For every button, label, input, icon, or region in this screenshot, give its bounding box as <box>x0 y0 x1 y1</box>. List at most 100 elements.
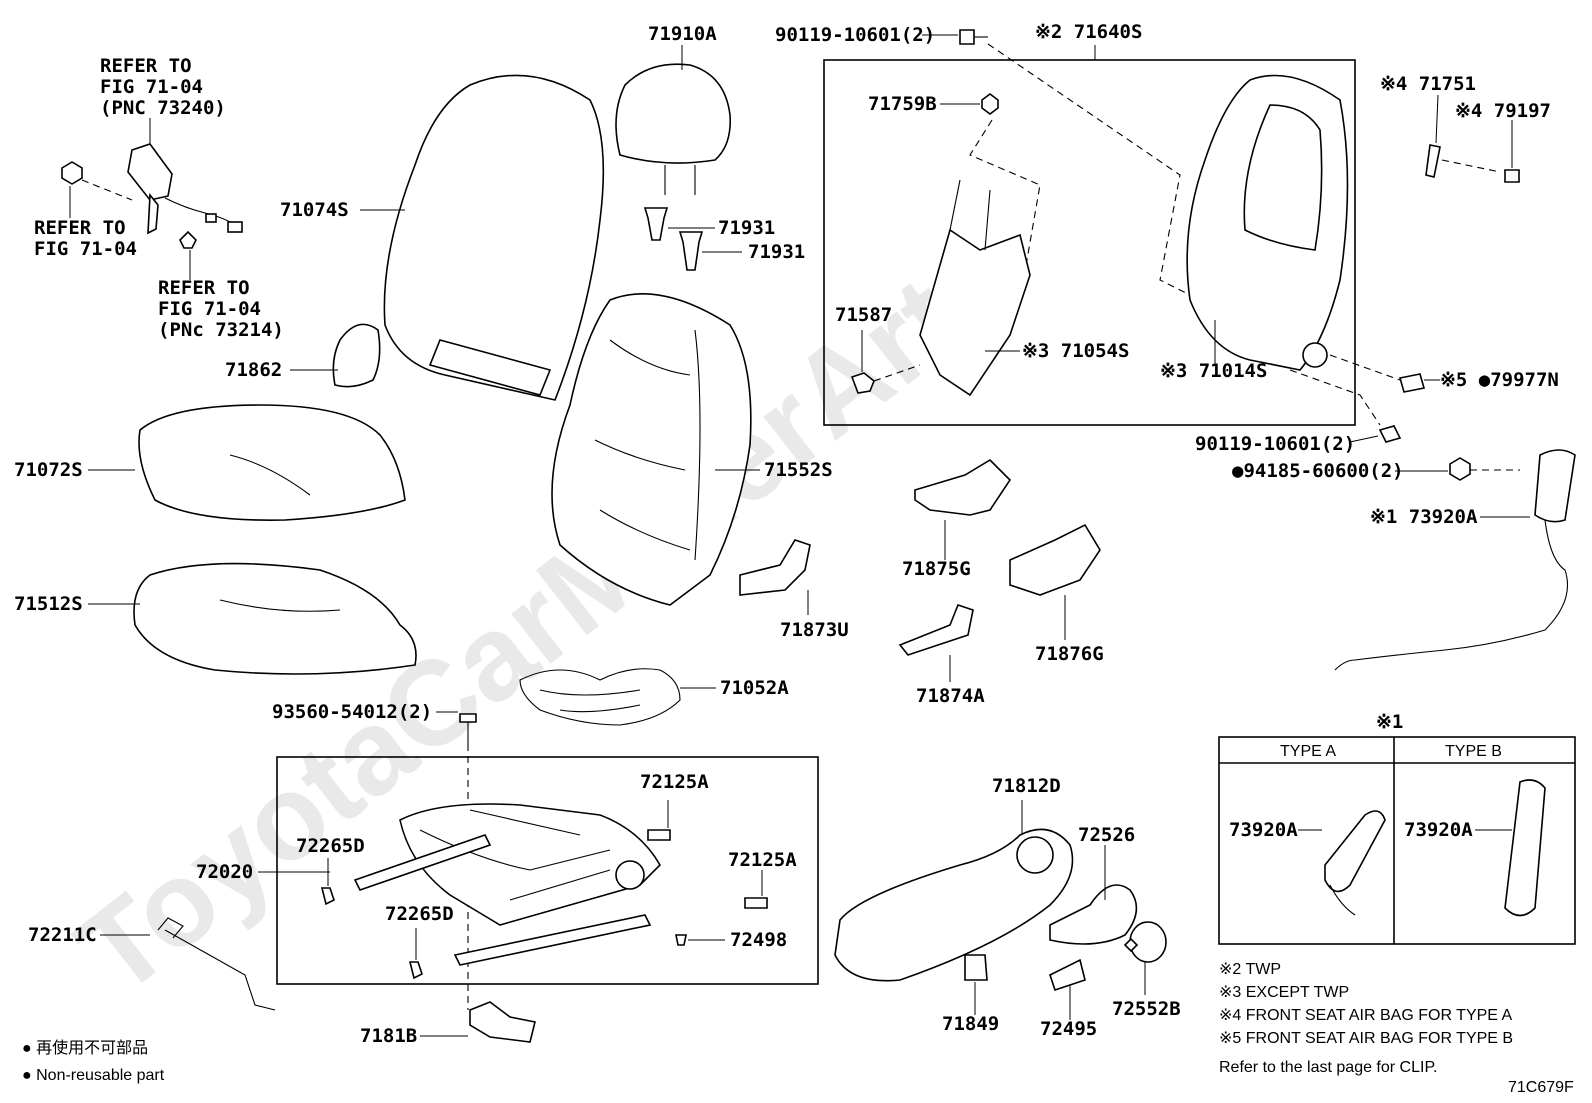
label-72211C: 72211C <box>28 924 97 946</box>
label-refer-nut-2: FIG 71-04 <box>34 238 137 260</box>
cushion-pad-71512S <box>88 562 417 675</box>
label-79197: ※4 79197 <box>1455 100 1551 122</box>
knob-72526 <box>1049 845 1138 945</box>
note-except-twp: ※3 EXCEPT TWP <box>1219 984 1349 1001</box>
label-71931-b: 71931 <box>748 241 805 263</box>
clip-72498 <box>675 934 725 946</box>
label-72498: 72498 <box>730 929 787 951</box>
type-a-header: TYPE A <box>1280 743 1336 760</box>
headrest-71910A <box>615 45 732 195</box>
label-71759B: 71759B <box>868 93 937 115</box>
tag-79977N <box>1398 373 1440 393</box>
nut-94185 <box>1395 457 1520 481</box>
seatback-frame-box <box>823 59 1356 426</box>
airbag-73920A <box>1334 449 1576 671</box>
nut-71587 <box>850 330 921 394</box>
label-71587: 71587 <box>835 304 892 326</box>
label-refer-clip-3: (PNc 73214) <box>158 319 284 341</box>
label-72125A-a: 72125A <box>640 771 709 793</box>
label-71052A: 71052A <box>720 677 789 699</box>
dash-frame-bolt <box>1289 369 1381 426</box>
label-refer-belt-1: REFER TO <box>100 55 192 77</box>
pad-71862 <box>290 323 381 388</box>
spring-71052A <box>519 668 716 726</box>
type-b-part: 73920A <box>1404 819 1473 841</box>
type-a-part: 73920A <box>1229 819 1298 841</box>
diagram-code: 71C679F <box>1508 1079 1574 1096</box>
type-b-airbag <box>1504 779 1546 917</box>
label-refer-nut-1: REFER TO <box>34 217 126 239</box>
label-71849: 71849 <box>942 1013 999 1035</box>
label-refer-clip-2: FIG 71-04 <box>158 298 261 320</box>
label-72526: 72526 <box>1078 824 1135 846</box>
type-b-header: TYPE B <box>1445 743 1502 760</box>
label-71512S: 71512S <box>14 593 83 615</box>
label-73920A: ※1 73920A <box>1370 506 1478 528</box>
label-71931-a: 71931 <box>718 217 775 239</box>
seat-track-box <box>276 756 819 985</box>
label-79977N: ※5 ●79977N <box>1440 369 1559 391</box>
label-71640S: ※2 71640S <box>1035 21 1142 43</box>
label-94185: ●94185-60600(2) <box>1232 460 1404 482</box>
type-table: ※1 TYPE A TYPE B 73920A 73920A <box>1218 711 1576 945</box>
frame-71014S <box>1186 74 1349 371</box>
label-93560: 93560-54012(2) <box>272 701 432 723</box>
label-71552S: 71552S <box>764 459 833 481</box>
label-71862: 71862 <box>225 359 282 381</box>
bracket-71873U <box>739 539 811 615</box>
label-72020: 72020 <box>196 861 253 883</box>
label-71876G: 71876G <box>1035 643 1104 665</box>
label-72495: 72495 <box>1040 1018 1097 1040</box>
bolt-79197 <box>1504 120 1520 183</box>
cover-71875G <box>914 458 1012 560</box>
type-a-airbag <box>1324 810 1386 893</box>
note-twp: ※2 TWP <box>1219 961 1281 978</box>
bracket-71874A <box>898 604 974 682</box>
label-71812D: 71812D <box>992 775 1061 797</box>
label-71054S: ※3 71054S <box>1022 340 1129 362</box>
label-72552B: 72552B <box>1112 998 1181 1020</box>
label-71751: ※4 71751 <box>1380 73 1476 95</box>
shield-71812D <box>834 800 1074 982</box>
legend: ● 再使用不可部品 ● Non-reusable part <box>22 1039 165 1084</box>
bolt-90119-top <box>922 29 1201 301</box>
label-71014S: ※3 71014S <box>1160 360 1267 382</box>
type-table-title: ※1 <box>1376 711 1403 733</box>
cover-71876G <box>1009 523 1101 640</box>
label-refer-belt-2: FIG 71-04 <box>100 76 203 98</box>
seat-adjuster-72020 <box>258 803 661 966</box>
dash-frame-tag <box>1329 354 1401 381</box>
clip-72265D-b <box>408 928 423 980</box>
legend-en: ● Non-reusable part <box>22 1067 165 1084</box>
label-72265D-b: 72265D <box>385 903 454 925</box>
bolt-90119-bottom <box>1349 425 1402 443</box>
cover-72495 <box>1049 958 1086 1020</box>
wire-72211C <box>100 917 276 1011</box>
headrest-guide-71931 <box>643 207 742 271</box>
label-90119-b: 90119-10601(2) <box>1195 433 1355 455</box>
label-71874A: 71874A <box>916 685 985 707</box>
bracket-7181B <box>420 1001 536 1043</box>
label-71875G: 71875G <box>902 558 971 580</box>
clip-72265D-a <box>320 858 335 906</box>
label-72125A-b: 72125A <box>728 849 797 871</box>
label-71074S: 71074S <box>280 199 349 221</box>
pin-71751 <box>1425 94 1501 178</box>
label-71873U: 71873U <box>780 619 849 641</box>
label-refer-clip-1: REFER TO <box>158 277 250 299</box>
clip-refer <box>179 230 197 280</box>
type-a-wire <box>1329 884 1356 916</box>
nut-refer <box>61 161 133 218</box>
note-type-a: ※4 FRONT SEAT AIR BAG FOR TYPE A <box>1219 1007 1513 1024</box>
bracket-71054S <box>919 119 1041 397</box>
cap-72125A-b <box>744 870 768 909</box>
label-7181B: 7181B <box>360 1025 417 1047</box>
label-71910A: 71910A <box>648 23 717 45</box>
label-90119-a: 90119-10601(2) <box>775 24 935 46</box>
label-71072S: 71072S <box>14 459 83 481</box>
note-type-b: ※5 FRONT SEAT AIR BAG FOR TYPE B <box>1219 1030 1513 1047</box>
notes: ※2 TWP ※3 EXCEPT TWP ※4 FRONT SEAT AIR B… <box>1219 961 1513 1076</box>
cap-72125A-a <box>647 800 671 841</box>
cushion-cover-71072S <box>88 404 406 521</box>
